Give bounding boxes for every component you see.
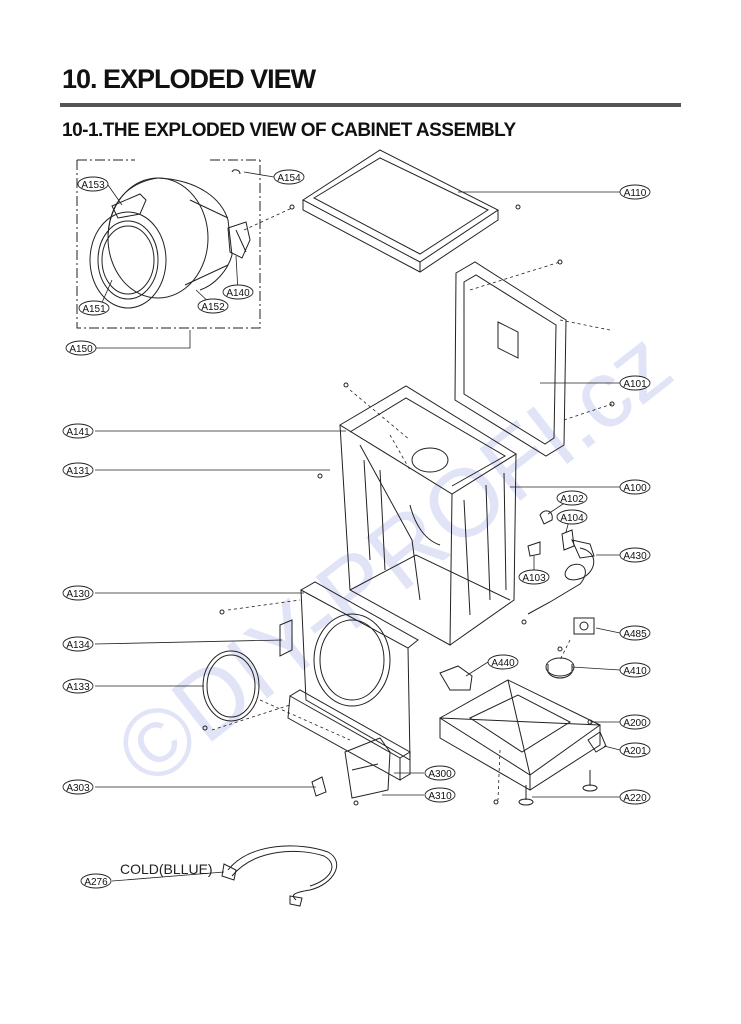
svg-text:A110: A110 (624, 188, 647, 199)
filter-cover (344, 737, 391, 799)
callout-a430: A430 (619, 547, 651, 563)
page-title: 10. EXPLODED VIEW (62, 64, 316, 94)
svg-text:A485: A485 (623, 629, 647, 640)
leveling-legs (518, 770, 598, 806)
callout-a131: A131 (62, 462, 94, 478)
callout-a276: A276 (80, 873, 112, 889)
svg-text:A310: A310 (428, 791, 452, 802)
callout-a440: A440 (487, 654, 519, 670)
svg-text:A101: A101 (623, 379, 647, 390)
cord-bushing (561, 529, 575, 551)
svg-text:A152: A152 (201, 302, 225, 313)
assembly-guides (211, 207, 613, 801)
adjusting-foot (311, 776, 327, 797)
power-cord (527, 539, 595, 615)
callout-a100: A100 (619, 479, 651, 495)
callout-a152: A152 (197, 298, 229, 314)
svg-text:A154: A154 (277, 173, 301, 184)
svg-text:A200: A200 (623, 718, 647, 729)
svg-text:A130: A130 (66, 589, 90, 600)
callout-a154: A154 (273, 169, 305, 185)
door-assembly-box (76, 159, 261, 329)
svg-text:A151: A151 (82, 304, 106, 315)
callout-a151: A151 (78, 300, 110, 316)
inlet-hose (221, 845, 338, 907)
drain-pump (545, 657, 575, 679)
callout-a103: A103 (518, 569, 550, 585)
svg-text:A220: A220 (623, 793, 647, 804)
svg-text:A134: A134 (66, 640, 90, 651)
svg-text:A300: A300 (428, 769, 452, 780)
callout-a220: A220 (619, 789, 651, 805)
svg-text:A133: A133 (66, 682, 90, 693)
screws (202, 204, 615, 806)
back-frame (454, 261, 567, 457)
callout-a134: A134 (62, 636, 94, 652)
door-ring (89, 211, 167, 309)
door-glass (107, 177, 233, 299)
callout-a101: A101 (619, 375, 651, 391)
watermark: ©DIY-PROFI.cz (97, 310, 691, 807)
callout-a303: A303 (62, 779, 94, 795)
callout-a150: A150 (65, 340, 97, 356)
callout-a153: A153 (77, 176, 109, 192)
svg-text:A150: A150 (69, 344, 93, 355)
base-frame (439, 679, 601, 791)
svg-text:A104: A104 (560, 513, 584, 524)
cord-holder (527, 541, 541, 557)
svg-text:A276: A276 (84, 877, 108, 888)
callout-a200: A200 (619, 714, 651, 730)
title-rule (60, 103, 681, 107)
svg-text:A201: A201 (623, 746, 647, 757)
hinge-pin (231, 169, 241, 175)
noise-filter (573, 617, 595, 635)
svg-text:A410: A410 (623, 666, 647, 677)
svg-text:A440: A440 (491, 658, 515, 669)
callout-a104: A104 (556, 509, 588, 525)
callout-a133: A133 (62, 678, 94, 694)
svg-text:A140: A140 (226, 288, 250, 299)
cabinet-body (339, 385, 517, 646)
svg-text:A303: A303 (66, 783, 90, 794)
door-lock (279, 619, 293, 657)
svg-text:A141: A141 (66, 427, 90, 438)
base-bracket (587, 731, 607, 753)
svg-text:A153: A153 (81, 180, 105, 191)
top-plate (302, 149, 499, 273)
callout-a140: A140 (222, 284, 254, 300)
section-title: 10-1.THE EXPLODED VIEW OF CABINET ASSEMB… (62, 120, 516, 141)
svg-text:A430: A430 (623, 551, 647, 562)
inlet-valve (439, 665, 473, 691)
hose-caption: COLD(BLLUE) (120, 861, 213, 877)
callout-a410: A410 (619, 662, 651, 678)
svg-text:A131: A131 (66, 466, 90, 477)
bottom-frame (287, 689, 411, 781)
callout-a130: A130 (62, 585, 94, 601)
svg-text:A100: A100 (623, 483, 647, 494)
callout-a102: A102 (556, 490, 588, 506)
callout-a141: A141 (62, 423, 94, 439)
callout-a310: A310 (424, 787, 456, 803)
door-handle (111, 193, 147, 219)
callout-a110: A110 (619, 184, 651, 200)
callout-a300: A300 (424, 765, 456, 781)
door-hinge (227, 221, 251, 259)
svg-text:A103: A103 (522, 573, 546, 584)
svg-text:A102: A102 (560, 494, 584, 505)
callout-a201: A201 (619, 742, 651, 758)
callout-a485: A485 (619, 625, 651, 641)
